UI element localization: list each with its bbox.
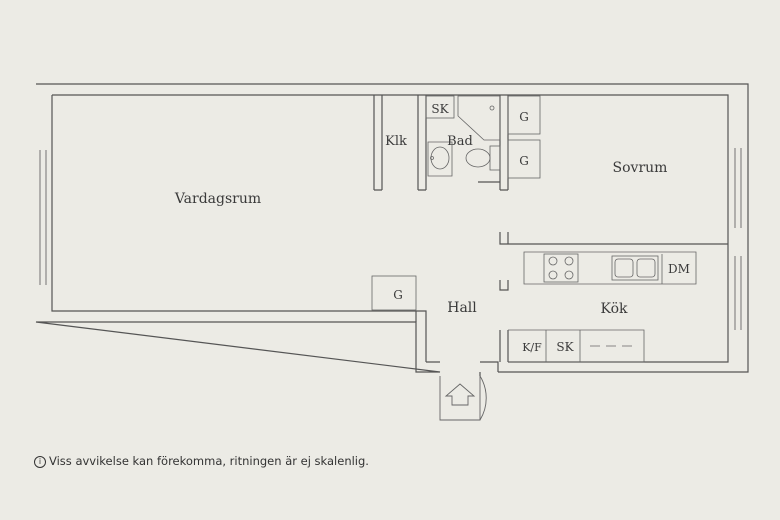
kitchen-fixtures — [508, 251, 697, 363]
wardrobes — [371, 95, 541, 311]
entrance-arrow-icon — [444, 383, 476, 406]
bathroom-fixtures — [425, 95, 501, 177]
room-label-vardagsrum: Vardagsrum — [174, 191, 261, 207]
interior-walls — [373, 95, 728, 362]
entrance-door — [439, 375, 487, 421]
windows — [39, 148, 742, 330]
fixture-label-dm: DM — [668, 262, 690, 276]
fixture-label-g-top: G — [519, 110, 529, 124]
room-label-klk: Klk — [385, 134, 407, 149]
fixture-label-g-mid: G — [519, 154, 529, 168]
room-label-hall: Hall — [447, 300, 477, 316]
room-label-bad: Bad — [447, 134, 473, 149]
disclaimer-text: Viss avvikelse kan förekomma, ritningen … — [49, 454, 369, 468]
fixture-label-kf: K/F — [522, 341, 542, 354]
fixture-label-sk-kok: SK — [556, 340, 574, 354]
info-icon: i — [34, 456, 46, 468]
room-label-sovrum: Sovrum — [613, 160, 668, 176]
outer-walls — [35, 83, 749, 376]
fixture-label-sk-bad: SK — [431, 102, 449, 116]
room-label-kok: Kök — [601, 301, 629, 317]
fixture-label-g-hall: G — [393, 288, 403, 302]
